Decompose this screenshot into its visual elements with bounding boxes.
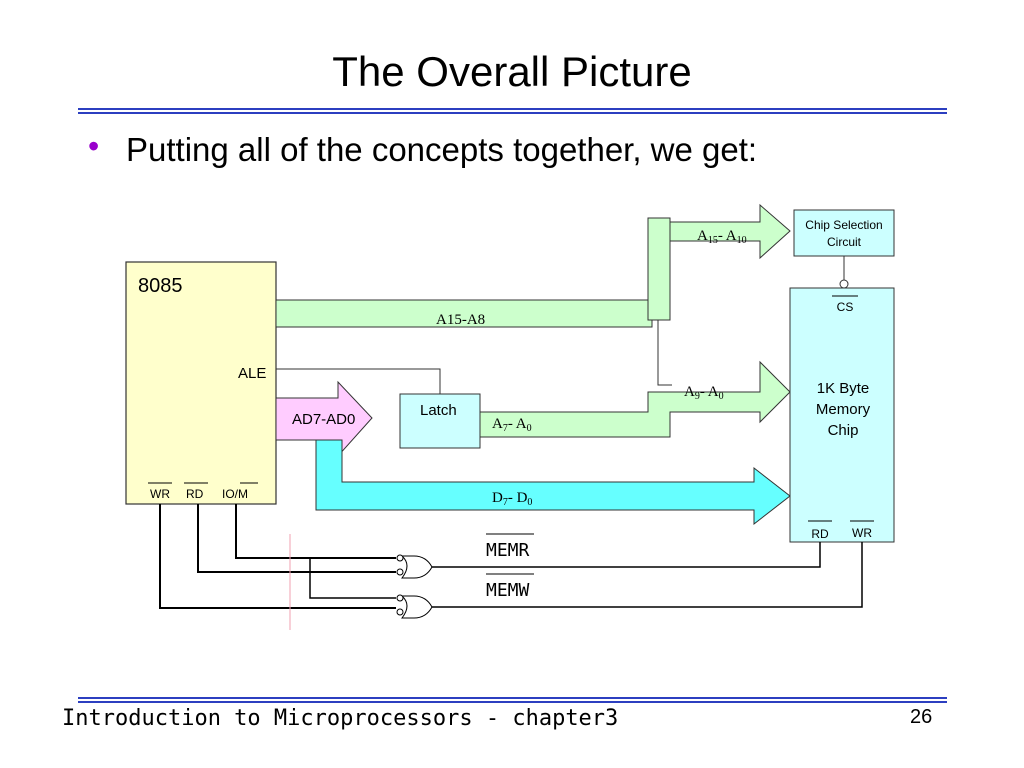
page-number: 26: [910, 706, 933, 728]
title-divider: [78, 108, 947, 114]
iom-wire: [235, 504, 396, 559]
bus-ad7-ad0-arrow: [275, 380, 373, 458]
cpu-pin-wr: WR: [150, 487, 170, 501]
memory-line1: 1K Byte: [817, 380, 870, 397]
memory-line3: Chip: [828, 422, 859, 439]
bus-d7-d0-label: D7- D0: [492, 490, 532, 508]
ale-label: ALE: [238, 365, 266, 382]
chip-select-box: [793, 209, 895, 257]
rd-wire: [197, 504, 396, 573]
cpu-8085-box: [125, 261, 277, 505]
latch-label: Latch: [420, 402, 457, 419]
wr-wire: [159, 504, 396, 609]
mem-pin-rd: RD: [811, 527, 829, 541]
memory-chip-box: [789, 287, 895, 543]
cpu-pin-rd: RD: [186, 487, 204, 501]
memory-line2: Memory: [816, 401, 871, 418]
bus-split-vertical: [647, 217, 671, 321]
cs-label: CS: [837, 300, 854, 314]
cs-inverter-bubble: [839, 279, 849, 289]
chip-select-line1: Chip Selection: [805, 218, 882, 232]
cpu-label: 8085: [138, 275, 183, 297]
bus-a15-a10-arrow: [669, 203, 791, 260]
cpu-pin-iom: IO/M: [222, 487, 248, 501]
or-gate-memw: [396, 594, 433, 619]
bullet-icon: •: [88, 128, 100, 164]
bus-ad7-ad0-label: AD7-AD0: [292, 411, 355, 428]
bus-a9-a0-label: A9- A0: [684, 384, 724, 402]
memr-label: MEMR: [486, 540, 530, 561]
bus-address-low-arrow: [479, 360, 791, 438]
bullet-text: Putting all of the concepts together, we…: [126, 131, 758, 168]
bus-a7-a0-label: A7- A0: [492, 416, 532, 434]
or-gate-memr: [396, 554, 433, 579]
bus-d7-d0-arrow: [315, 439, 791, 526]
a9-a0-connector: [657, 320, 672, 386]
memw-wire: [432, 542, 863, 608]
mem-pin-wr: WR: [852, 526, 872, 540]
ale-line: [276, 368, 441, 394]
iom-branch-wire: [309, 558, 396, 599]
footer-divider: [78, 697, 947, 703]
slide-title: The Overall Picture: [332, 48, 692, 95]
bus-a15-a10-label: A15- A10: [697, 228, 747, 246]
bus-a15-a8-label: A15-A8: [436, 312, 485, 328]
memw-label: MEMW: [486, 580, 530, 601]
footer-text: Introduction to Microprocessors - chapte…: [62, 706, 619, 731]
latch-box: [399, 393, 481, 449]
chip-select-line2: Circuit: [827, 235, 862, 249]
memr-wire: [432, 542, 821, 568]
